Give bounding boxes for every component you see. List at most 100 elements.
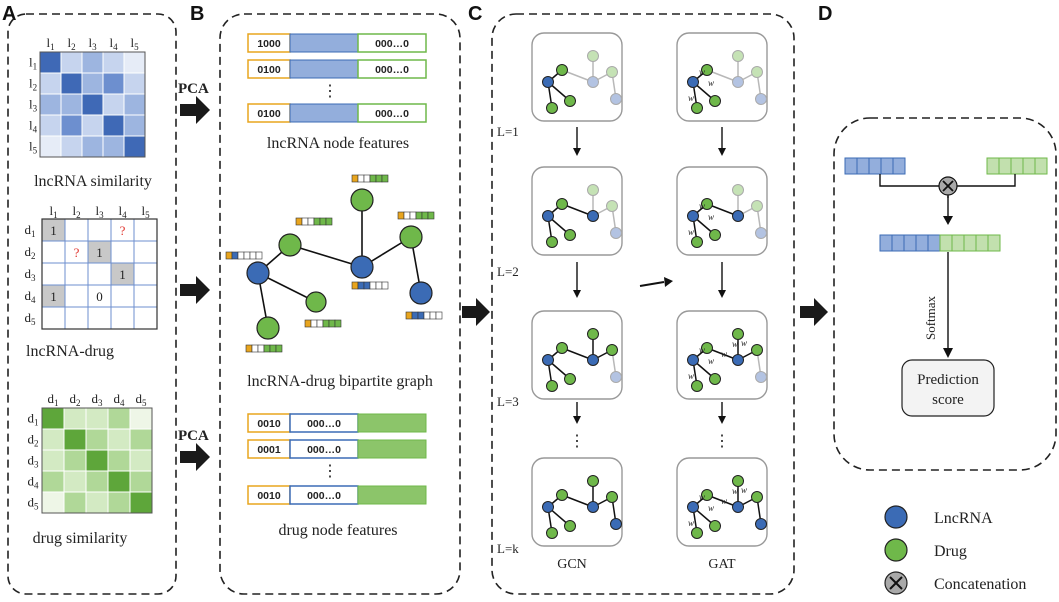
matrix-cell	[110, 240, 135, 264]
column-label: l1	[49, 203, 57, 220]
drug-node	[606, 66, 618, 78]
drug-node	[256, 316, 280, 340]
arrow-icon	[664, 277, 673, 287]
matrix-cell	[87, 306, 112, 330]
column-label: l4	[109, 35, 118, 52]
vector-cell	[892, 157, 906, 175]
drug-similarity-caption: drug similarity	[33, 530, 128, 547]
row-label: d3	[28, 453, 40, 470]
drug-node	[556, 64, 568, 76]
matrix-cell	[41, 449, 65, 472]
matrix-cell	[81, 114, 104, 137]
lncrna-node	[542, 210, 554, 222]
lncrna-node	[610, 93, 622, 105]
lncrna-node	[610, 227, 622, 239]
matrix-cell	[85, 428, 109, 451]
drug-node	[278, 233, 302, 257]
svg-text:000…0: 000…0	[375, 38, 409, 50]
lncrna-node	[732, 354, 744, 366]
mini-feature-bar	[225, 251, 263, 260]
lncrna-node	[755, 93, 767, 105]
vector-cell	[1010, 157, 1024, 175]
matrix-cell	[81, 135, 104, 158]
matrix-cell	[107, 491, 131, 514]
column-label: l1	[46, 35, 54, 52]
matrix-cell	[107, 407, 131, 430]
attention-weight-label: w	[741, 485, 747, 495]
vector-cell	[1034, 157, 1048, 175]
gcn-layer-box	[531, 166, 623, 256]
column-label: d2	[70, 391, 81, 408]
vector-cell	[998, 157, 1012, 175]
attention-weight-label: w	[688, 93, 694, 103]
gcn-layer-box	[531, 457, 623, 547]
column-label: d1	[48, 391, 59, 408]
matrix-cell	[39, 51, 62, 74]
vector-cell	[879, 234, 893, 252]
panel-d-frame	[833, 117, 1057, 471]
matrix-cell	[64, 306, 89, 330]
row-label: d2	[28, 432, 39, 449]
lncrna-node	[610, 518, 622, 530]
matrix-cell	[133, 218, 158, 242]
matrix-cell	[85, 491, 109, 514]
arrow-icon	[943, 216, 953, 225]
lncrna-node	[587, 354, 599, 366]
lncrna-node	[409, 281, 433, 305]
drug-node	[350, 188, 374, 212]
matrix-cell	[129, 428, 153, 451]
drug-node	[564, 520, 576, 532]
legend-concatenation-label: Concatenation	[934, 576, 1026, 593]
matrix-cell	[64, 262, 89, 286]
matrix-cell	[41, 407, 65, 430]
matrix-cell	[81, 93, 104, 116]
matrix-cell	[133, 240, 158, 264]
attention-weight-label: w	[699, 492, 705, 502]
column-label: l3	[95, 203, 104, 220]
panel-label-b: B	[190, 3, 204, 25]
vertical-ellipsis: ⋮	[322, 463, 338, 480]
drug-node	[556, 342, 568, 354]
attention-weight-label: w	[688, 518, 694, 528]
column-label: l2	[67, 35, 75, 52]
matrix-cell	[81, 72, 104, 95]
drug-node	[606, 344, 618, 356]
drug-node	[305, 291, 327, 313]
arrow-icon	[718, 290, 726, 298]
association-value: 1	[96, 245, 103, 260]
vector-cell	[915, 234, 929, 252]
drug-legend-icon	[884, 538, 908, 562]
drug-node	[606, 491, 618, 503]
panel-label-a: A	[2, 3, 16, 25]
vector-cell	[939, 234, 953, 252]
attention-weight-label: w	[708, 212, 714, 222]
association-value: 1	[119, 267, 126, 282]
matrix-cell	[102, 93, 125, 116]
drug-node	[587, 184, 599, 196]
layer-label-k: L=k	[497, 541, 519, 556]
matrix-cell	[129, 470, 153, 493]
row-label: l3	[29, 97, 38, 114]
drug-node	[546, 380, 558, 392]
concatenation-legend-icon	[884, 571, 908, 595]
matrix-cell	[63, 491, 87, 514]
bipartite-graph	[225, 174, 443, 353]
svg-text:0010: 0010	[257, 418, 281, 430]
drug-node	[564, 373, 576, 385]
legend: LncRNA Drug Concatenation	[884, 505, 1026, 595]
lncrna-node	[587, 501, 599, 513]
svg-text:0010: 0010	[257, 490, 281, 502]
row-label: l4	[29, 118, 38, 135]
matrix-cell	[110, 306, 135, 330]
matrix-cell	[85, 407, 109, 430]
matrix-cell	[41, 428, 65, 451]
attention-weight-label: w	[708, 356, 714, 366]
drug-node	[546, 102, 558, 114]
matrix-cell	[85, 449, 109, 472]
attention-weight-label: w	[741, 338, 747, 348]
column-label: l2	[72, 203, 80, 220]
mini-feature-bar	[351, 174, 389, 183]
